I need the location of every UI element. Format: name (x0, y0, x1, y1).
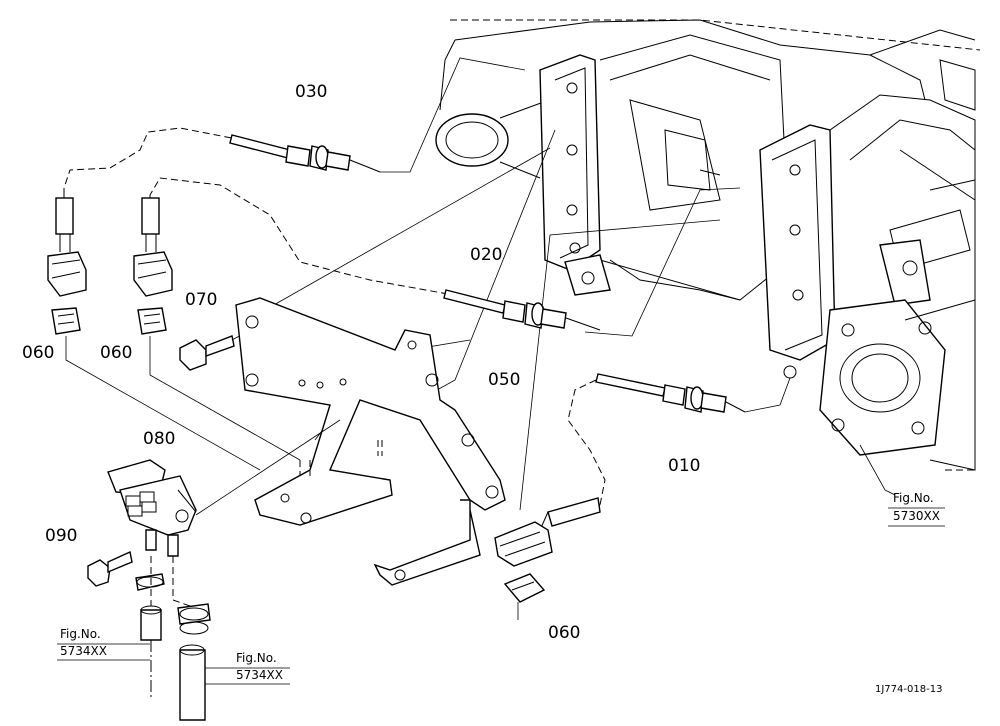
bracket-050-drawing (235, 297, 506, 586)
bolt-090-drawing (87, 550, 133, 587)
label-060-right: 060 (548, 623, 580, 643)
bolt-070-drawing (179, 321, 266, 371)
label-060-left: 060 (22, 343, 54, 363)
label-050: 050 (488, 370, 520, 390)
label-080: 080 (143, 429, 175, 449)
label-070: 070 (185, 290, 217, 310)
label-060-middle: 060 (100, 343, 132, 363)
fig-ref-5734-b-line2: 5734XX (236, 668, 283, 682)
label-020: 020 (470, 245, 502, 265)
label-030: 030 (295, 82, 327, 102)
fig-ref-5730-line1: Fig.No. (893, 491, 934, 505)
connector-left-drawing (47, 188, 301, 471)
connector-right-drawing (494, 497, 601, 620)
sensor-010-drawing (567, 373, 746, 506)
hoses-and-clamps (135, 556, 211, 721)
fig-ref-5734-b-line1: Fig.No. (236, 651, 277, 665)
label-010: 010 (668, 456, 700, 476)
label-090: 090 (45, 526, 77, 546)
part-labels: 030 020 010 050 060 060 060 070 080 090 (22, 82, 700, 643)
sensor-030-drawing (63, 127, 381, 189)
fig-ref-5734-a-line1: Fig.No. (60, 627, 101, 641)
sensor-080-drawing (107, 419, 341, 557)
figure-references: Fig.No. 5730XX Fig.No. 5734XX Fig.No. 57… (57, 491, 945, 685)
sensor-020-drawing (149, 177, 601, 331)
exhaust-assembly-drawing (435, 19, 981, 471)
fig-ref-5734-a-line2: 5734XX (60, 644, 107, 658)
drawing-code: 1J774-018-13 (875, 684, 942, 695)
fig-ref-5730-line2: 5730XX (893, 509, 940, 523)
